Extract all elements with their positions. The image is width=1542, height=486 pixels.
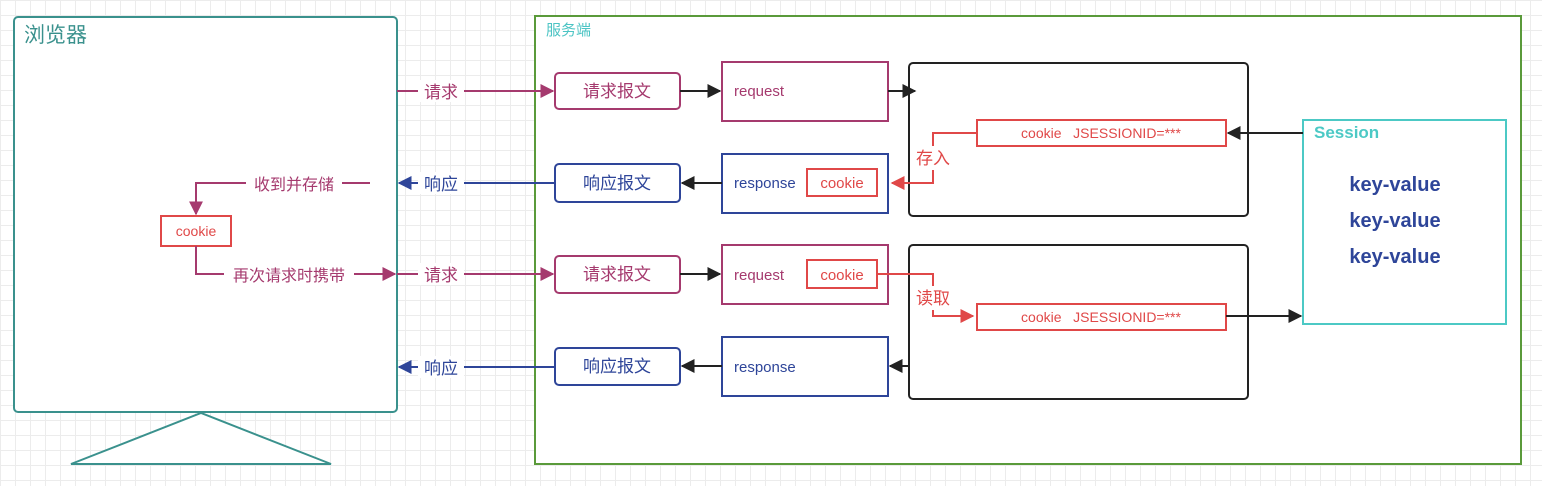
edge-request-label-2: 请求 [424,266,458,286]
session-entry: key-value [1349,174,1440,196]
browser-cookie-label: cookie [176,223,217,239]
edge-request-label-1: 请求 [424,83,458,103]
request-message-label-2: 请求报文 [583,265,651,285]
browser-stand [70,411,332,465]
cookie-session-box-2 [976,303,1227,331]
cookie-session-label-2: cookie JSESSIONID=*** [1021,309,1181,325]
request-cookie-box [806,259,878,289]
edge-response-label-1: 响应 [424,175,458,195]
server-title: 服务端 [546,21,591,39]
browser-title: 浏览器 [24,23,87,47]
session-box [1302,119,1507,325]
request-message-label-1: 请求报文 [583,82,651,102]
read-label: 读取 [916,289,950,309]
edge-response-label-2: 响应 [424,359,458,379]
response-message-label-1: 响应报文 [583,174,651,194]
request-cookie-label: cookie [820,267,863,284]
browser-box [13,16,398,413]
response-object-label-1: response [734,175,796,192]
response-cookie-box [806,168,878,197]
cookie-session-label-1: cookie JSESSIONID=*** [1021,125,1181,141]
store-label: 存入 [916,149,950,169]
response-message-label-2: 响应报文 [583,357,651,377]
carry-label: 再次请求时携带 [233,266,345,285]
response-object-box-2 [721,336,889,397]
cookie-session-box-1 [976,119,1227,147]
session-entry: key-value [1349,210,1440,232]
response-cookie-label: cookie [820,175,863,192]
request-object-label-2: request [734,267,785,284]
request-object-label-1: request [734,83,785,100]
session-entry: key-value [1349,246,1440,268]
response-object-label-2: response [734,359,796,376]
session-title: Session [1314,123,1379,142]
receive-store-label: 收到并存储 [254,175,334,194]
